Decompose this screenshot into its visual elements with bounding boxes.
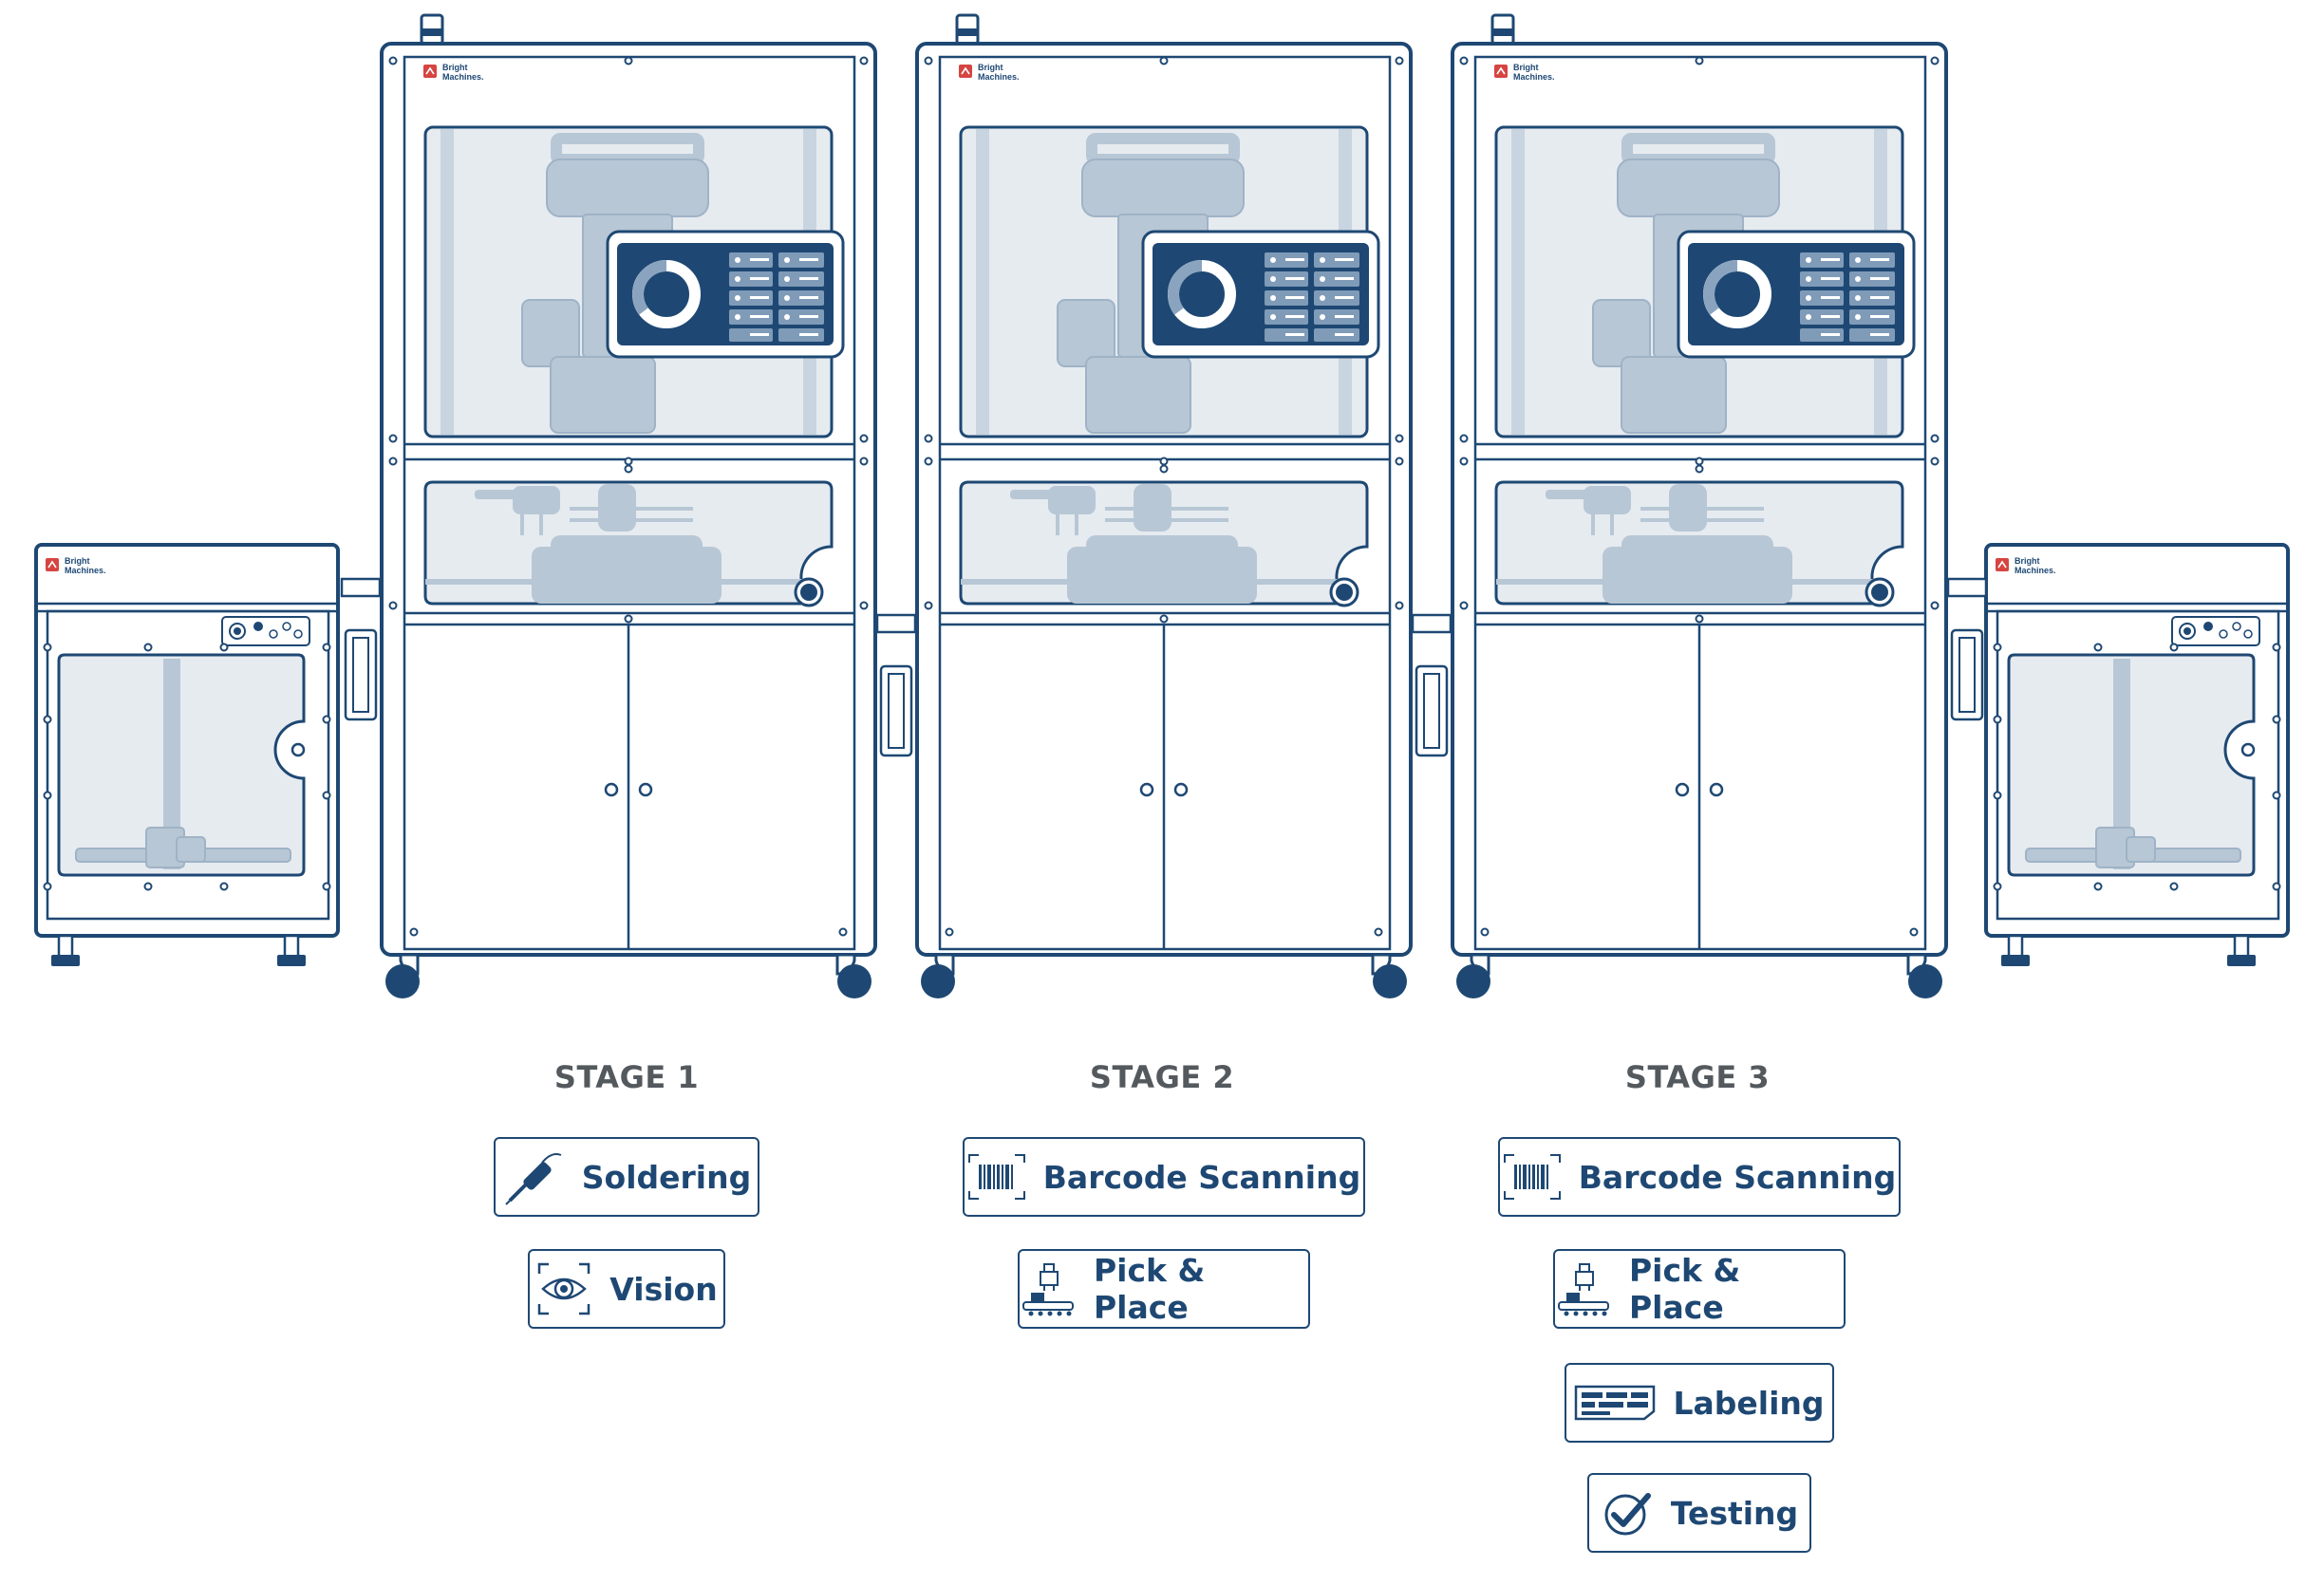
brand-line1: Bright xyxy=(1513,63,1539,72)
capability-pick-and-place: Pick & Place xyxy=(1018,1249,1310,1329)
brand-line1: Bright xyxy=(978,63,1003,72)
brand-line1: Bright xyxy=(442,63,468,72)
machine-stage-3: Bright Machines. xyxy=(1452,15,1946,998)
capability-label: Barcode Scanning xyxy=(1578,1158,1897,1196)
brand-line2: Machines. xyxy=(2015,566,2056,575)
pick-and-place-icon xyxy=(1022,1263,1074,1316)
barcode-icon xyxy=(967,1154,1025,1200)
conveyor-link-1 xyxy=(340,577,382,721)
side-module-left: Bright Machines. xyxy=(34,543,340,968)
vision-eye-icon xyxy=(538,1262,590,1315)
brand-line1: Bright xyxy=(2015,556,2040,566)
capability-barcode-scanning: Barcode Scanning xyxy=(1498,1137,1901,1217)
capability-label: Soldering xyxy=(581,1158,752,1196)
pick-and-place-icon xyxy=(1558,1263,1609,1316)
brand-line2: Machines. xyxy=(978,72,1020,82)
conveyor-link-3 xyxy=(1411,613,1452,757)
capability-label: Barcode Scanning xyxy=(1042,1158,1361,1196)
machine-stage-2: Bright Machines. xyxy=(917,15,1411,998)
capability-pick-and-place: Pick & Place xyxy=(1553,1249,1846,1329)
capability-labeling: Labeling xyxy=(1565,1363,1834,1443)
capability-label: Pick & Place xyxy=(1094,1252,1206,1326)
capability-label: Testing xyxy=(1670,1494,1799,1532)
capability-label: Labeling xyxy=(1673,1384,1825,1422)
machine-stage-1: Bright Machines. xyxy=(382,15,875,998)
stage-3-title: STAGE 3 xyxy=(1624,1059,1771,1095)
checkmark-icon xyxy=(1604,1493,1651,1536)
conveyor-link-4 xyxy=(1946,577,1988,721)
capability-soldering: Soldering xyxy=(494,1137,759,1217)
soldering-iron-icon xyxy=(505,1153,562,1205)
stage-2-title: STAGE 2 xyxy=(1089,1059,1235,1095)
capability-label: Vision xyxy=(609,1270,718,1308)
brand-line2: Machines. xyxy=(65,566,106,575)
brand-line2: Machines. xyxy=(1513,72,1555,82)
barcode-icon xyxy=(1503,1154,1561,1200)
side-module-right: Bright Machines. xyxy=(1984,543,2290,968)
conveyor-link-2 xyxy=(875,613,917,757)
label-icon xyxy=(1575,1385,1656,1421)
brand-line1: Bright xyxy=(65,556,90,566)
capability-barcode-scanning: Barcode Scanning xyxy=(963,1137,1365,1217)
capability-testing: Testing xyxy=(1587,1473,1811,1553)
stage-1-title: STAGE 1 xyxy=(553,1059,700,1095)
brand-line2: Machines. xyxy=(442,72,484,82)
capability-vision: Vision xyxy=(528,1249,725,1329)
capability-label: Pick & Place xyxy=(1629,1252,1741,1326)
